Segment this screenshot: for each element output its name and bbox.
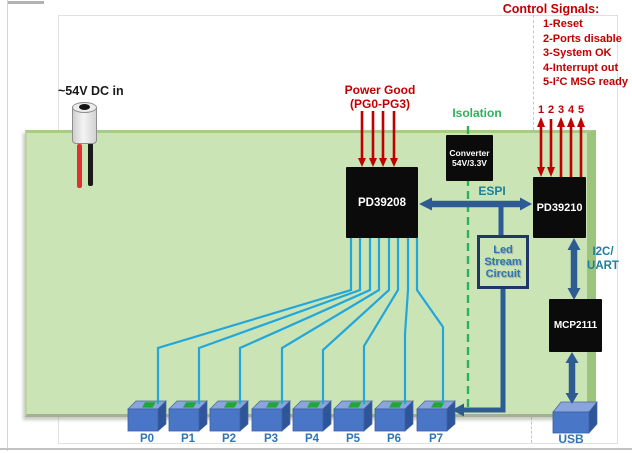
port-label-p7: P7 [428,433,444,445]
espi-label: ESPI [478,184,506,198]
dc-capacitor-body [72,107,97,144]
port-cube-p2 [209,400,249,432]
port-label-p4: P4 [304,433,320,445]
port-label-p0: P0 [139,433,155,445]
chip-mcp2111-label: MCP2111 [553,320,598,331]
wire-p7 [415,238,445,404]
chip-mcp2111: MCP2111 [549,299,602,352]
control-signals-title: Control Signals: [502,2,600,16]
control-signal-item-2: 2-Ports disable [543,32,622,45]
control-signal-arrows [537,117,585,177]
port-led-indicator [266,402,280,408]
port-cube-p4 [292,400,332,432]
port-label-p3: P3 [263,433,279,445]
port-label-p5: P5 [345,433,361,445]
wire-p0 [156,238,353,404]
dc-input-label: ~54V DC in [58,84,124,98]
chip-pd39210-label: PD39210 [536,201,583,214]
espi-bus-arrow [419,197,532,236]
control-signal-item-1: 1-Reset [543,18,583,30]
led-stream-label-line2: Stream [484,256,522,268]
usb-label: USB [558,432,584,446]
page-left-edge-line [7,0,8,451]
converter-label-line2: 54V/3.3V [452,158,487,168]
chip-pd39208-label: PD39208 [358,196,406,209]
led-stream-label-line1: Led [493,244,513,256]
power-good-arrows [358,111,398,167]
port-label-p6: P6 [386,433,402,445]
port-label-p1: P1 [180,433,196,445]
i2c-uart-arrow [567,238,581,300]
led-stream-line [452,287,506,417]
dc-wire-red [77,144,82,188]
control-pin-1: 1 [537,104,545,116]
wire-p2 [238,238,372,404]
chip-converter: Converter 54V/3.3V [446,135,493,181]
port-cube-p1 [168,400,208,432]
wire-p1 [197,238,362,404]
control-pin-3: 3 [557,104,565,116]
dc-wire-black [88,143,93,186]
port-led-indicator [224,402,238,408]
isolation-label: Isolation [452,106,502,120]
control-pin-5: 5 [577,104,585,116]
i2c-uart-label: I2C/ UART [584,246,622,273]
control-signals-divider-top [533,15,534,130]
port-led-indicator [142,402,156,408]
window-top-artifact [8,1,44,4]
port-led-indicator [431,402,445,408]
power-good-label-line2: (PG0-PG3) [349,97,410,111]
wire-p5 [362,238,400,404]
control-signal-item-3: 3-System OK [543,47,612,60]
page-bottom-edge-line [0,448,632,450]
port-cube-p6 [374,400,414,432]
converter-label-line1: Converter [449,148,490,158]
port-cube-p7 [416,400,456,432]
control-signals-divider-bottom [531,417,532,443]
wire-p3 [280,238,381,404]
control-pin-4: 4 [567,104,575,116]
dc-capacitor-hole [79,104,90,110]
control-signal-item-5: 5-I²C MSG ready [543,76,628,89]
port-led-indicator [307,402,321,408]
control-pin-2: 2 [547,104,555,116]
port-wire-fan [156,238,445,404]
port-cube-p0 [127,400,167,432]
port-led-indicator [183,402,197,408]
wire-p6 [403,238,410,404]
control-signal-item-4: 4-Interrupt out [543,61,619,74]
i2c-uart-label-line1: I2C/ [592,246,614,258]
port-led-indicator [348,402,362,408]
port-led-indicator [389,402,403,408]
port-label-p2: P2 [221,433,237,445]
port-cube-p5 [333,400,373,432]
port-cube-p3 [251,400,291,432]
led-stream-label-line3: Circuit [485,268,521,280]
chip-pd39210: PD39210 [533,177,586,238]
wire-p4 [321,238,391,404]
control-signals-list: 1-Reset 2-Ports disable 3-System OK 4-In… [543,17,628,90]
i2c-uart-label-line2: UART [587,259,619,272]
power-good-label-line1: Power Good [344,83,416,97]
led-stream-circuit-box: Led Stream Circuit [477,235,529,289]
usb-connector-cube [552,401,598,434]
usb-arrow [565,352,579,404]
chip-pd39208: PD39208 [346,167,418,238]
